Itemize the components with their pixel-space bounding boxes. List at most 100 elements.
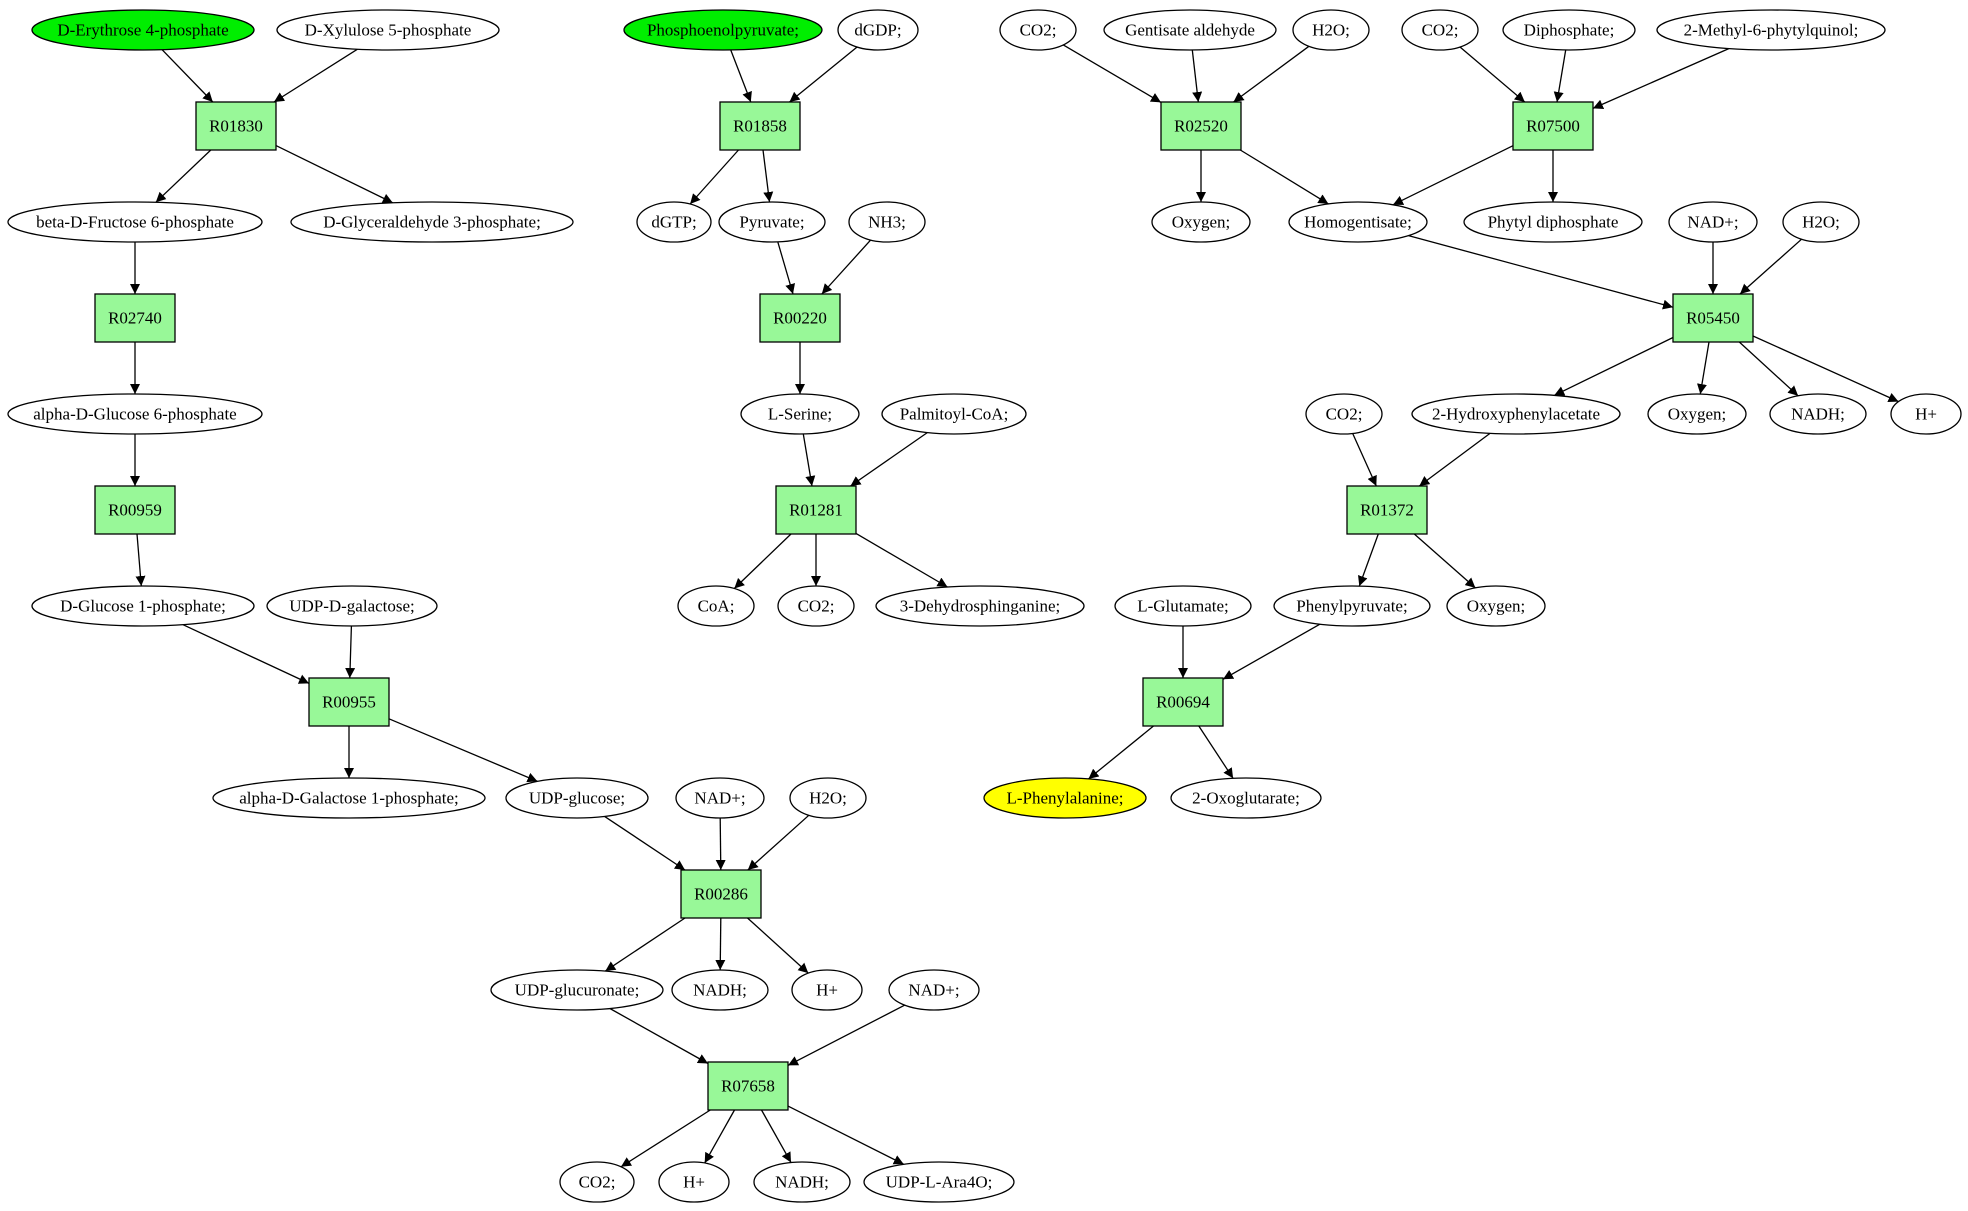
node-label: R01281 (789, 501, 843, 520)
compound-ellipse (1114, 585, 1252, 627)
node-label: NADH; (693, 981, 747, 1000)
compound-ellipse (1401, 9, 1479, 51)
node-label: Oxygen; (1172, 213, 1231, 232)
reaction-box (94, 485, 176, 535)
compound-ellipse (837, 9, 919, 51)
node-label: L-Phenylalanine; (1006, 789, 1123, 808)
compound-node-c_pyr: Pyruvate; (718, 201, 826, 243)
compound-ellipse (983, 777, 1147, 819)
edge-c_co2c-to-r_R02520 (1062, 44, 1162, 103)
compound-ellipse (1890, 393, 1962, 435)
edge-r_R01830-to-c_f6p (155, 149, 212, 203)
node-label: R01858 (733, 117, 787, 136)
node-label: H2O; (1802, 213, 1840, 232)
node-label: Phenylpyruvate; (1296, 597, 1407, 616)
compound-node-c_oxy3: Oxygen; (1446, 585, 1546, 627)
reaction-box (1346, 485, 1428, 535)
compound-ellipse (1273, 585, 1431, 627)
compound-node-c_ppyr: Phenylpyruvate; (1273, 585, 1431, 627)
compound-ellipse (1668, 201, 1758, 243)
reaction-node-r_R00220: R00220 (759, 293, 841, 343)
node-label: CO2; (1326, 405, 1363, 424)
node-label: Phytyl diphosphate (1488, 213, 1619, 232)
edge-c_nh3-to-r_R00220 (821, 239, 872, 295)
node-label: Diphosphate; (1524, 21, 1615, 40)
edge-r_R00286-to-c_udpgluc (604, 917, 686, 972)
edge-r_R01858-to-c_pyr (762, 149, 774, 203)
compound-node-c_co2b: CO2; (777, 585, 855, 627)
edge-r_R07658-to-c_nadh2 (760, 1109, 792, 1163)
edge-c_udpglc-to-r_R00286 (604, 815, 686, 871)
compound-ellipse (212, 777, 486, 819)
edge-r_R07500-to-c_homo (1392, 145, 1514, 206)
reaction-node-r_R01858: R01858 (719, 101, 801, 151)
node-label: Pyruvate; (739, 213, 804, 232)
compound-node-c_palm: Palmitoyl-CoA; (881, 393, 1027, 435)
compound-node-c_dgtp: dGTP; (636, 201, 712, 243)
compound-ellipse (1292, 9, 1370, 51)
edge-c_udpgluc-to-r_R07658 (609, 1007, 709, 1065)
edge-c_nad2-to-r_R07658 (787, 1004, 905, 1066)
compound-node-c_udpgal: UDP-D-galactose; (266, 585, 438, 627)
node-label: Palmitoyl-CoA; (900, 405, 1009, 424)
reaction-box (1142, 677, 1224, 727)
edge-r_R01858-to-c_dgtp (689, 149, 739, 205)
reaction-node-r_R00959: R00959 (94, 485, 176, 535)
edge-r_R00955-to-c_udpglc (388, 718, 538, 783)
node-label: alpha-D-Galactose 1-phosphate; (239, 789, 459, 808)
compound-ellipse (276, 9, 500, 51)
node-label: H+ (1915, 405, 1937, 424)
edge-c_e4p-to-r_R01830 (161, 49, 214, 103)
edge-c_h2o2-to-r_R02520 (1233, 45, 1310, 103)
compound-node-c_h2: H+ (658, 1161, 730, 1203)
compound-node-c_nad3: NAD+; (1668, 201, 1758, 243)
edge-c_pyr-to-r_R00220 (777, 241, 795, 295)
node-label: R01372 (1360, 501, 1414, 520)
compound-ellipse (789, 777, 867, 819)
edge-r_R01372-to-c_ppyr (1358, 533, 1379, 587)
node-label: R05450 (1686, 309, 1740, 328)
node-label: NH3; (868, 213, 906, 232)
node-label: D-Glucose 1-phosphate; (60, 597, 226, 616)
edge-r_R05450-to-c_oxy2 (1697, 341, 1710, 395)
edge-c_palm-to-r_R01281 (850, 432, 928, 487)
compound-ellipse (7, 201, 263, 243)
compound-ellipse (1103, 9, 1277, 51)
compound-node-c_co2a: CO2; (559, 1161, 635, 1203)
compound-node-c_akg: 2-Oxoglutarate; (1170, 777, 1322, 819)
node-label: H+ (683, 1173, 705, 1192)
compound-ellipse (1463, 201, 1643, 243)
edges-layer (130, 44, 1899, 1168)
node-label: CO2; (1020, 21, 1057, 40)
compound-node-c_gal1p: alpha-D-Galactose 1-phosphate; (212, 777, 486, 819)
compound-ellipse (863, 1161, 1015, 1203)
compound-ellipse (658, 1161, 730, 1203)
compound-ellipse (266, 585, 438, 627)
compound-node-c_udpara: UDP-L-Ara4O; (863, 1161, 1015, 1203)
edge-c_nad1-to-r_R00286 (715, 817, 726, 871)
compound-ellipse (1656, 9, 1886, 51)
reaction-node-r_R01281: R01281 (775, 485, 857, 535)
edge-r_R05450-to-c_h3 (1752, 335, 1899, 403)
compound-node-c_h1: H+ (791, 969, 863, 1011)
edge-r_R01281-to-c_coa (733, 533, 792, 589)
edge-c_pep-to-r_R01858 (730, 49, 752, 103)
node-label: UDP-glucuronate; (515, 981, 640, 1000)
reaction-node-r_R00286: R00286 (680, 869, 762, 919)
reaction-box (94, 293, 176, 343)
compound-node-c_g6p: alpha-D-Glucose 6-phosphate (7, 393, 263, 435)
node-label: NAD+; (694, 789, 745, 808)
compound-node-c_nad2: NAD+; (888, 969, 980, 1011)
edge-c_co2e-to-r_R01372 (1352, 433, 1377, 487)
node-label: CO2; (1422, 21, 1459, 40)
compound-ellipse (31, 9, 255, 51)
compound-ellipse (505, 777, 649, 819)
compound-node-c_f6p: beta-D-Fructose 6-phosphate (7, 201, 263, 243)
compound-node-c_pep: Phosphoenolpyruvate; (623, 9, 823, 51)
compound-ellipse (753, 1161, 851, 1203)
node-label: D-Xylulose 5-phosphate (305, 21, 472, 40)
node-label: dGTP; (651, 213, 696, 232)
node-label: CO2; (579, 1173, 616, 1192)
edge-r_R00694-to-c_akg (1198, 725, 1234, 779)
